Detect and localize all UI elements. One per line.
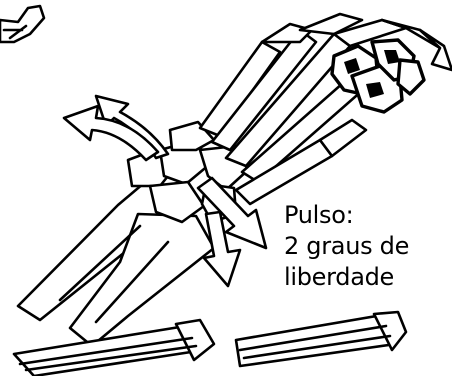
caption-line-1: Pulso: (284, 200, 450, 231)
wrist-caption: Pulso: 2 graus de liberdade (284, 200, 450, 293)
caption-line-3: liberdade (284, 262, 450, 293)
cylinder-rods (14, 312, 406, 376)
caption-line-2: 2 graus de (284, 231, 450, 262)
flexion-arrow-up (64, 96, 168, 160)
partial-arrow-top-left (0, 6, 44, 42)
